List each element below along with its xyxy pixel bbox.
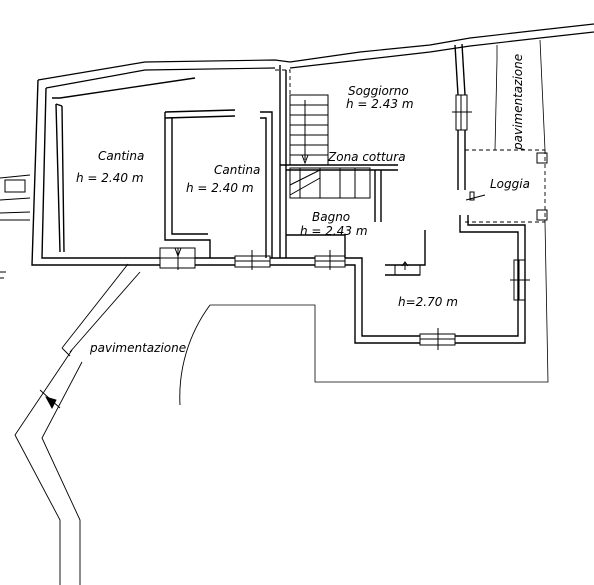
room-label-cantina-left: Cantina [98, 149, 145, 163]
room-label-soggiorno: Soggiorno [348, 84, 409, 98]
room-height-soggiorno: h = 2.43 m [346, 97, 414, 111]
interior-walls [279, 43, 466, 276]
exterior-label-pavimentazione-east: pavimentazione [511, 53, 525, 150]
room-label-loggia: Loggia [490, 177, 530, 191]
exterior-walls [31, 79, 526, 344]
stair [289, 94, 371, 199]
north-boundary-wall [37, 23, 594, 89]
room-label-cantina-right: Cantina [214, 163, 261, 177]
room-height-cantina-left: h = 2.40 m [76, 171, 144, 185]
room-height-cantina-right: h = 2.40 m [186, 181, 254, 195]
room-label-bagno: Bagno [312, 210, 351, 224]
openings [159, 94, 530, 350]
left-stub [0, 174, 31, 279]
room-height-bagno: h = 2.43 m [300, 224, 368, 238]
south-path [14, 263, 211, 585]
loggia-columns [465, 152, 548, 221]
exterior-label-pavimentazione-south: pavimentazione [90, 341, 187, 355]
cantina-walls [52, 77, 273, 258]
loggia-outline [275, 69, 546, 223]
room-height-east: h=2.70 m [398, 295, 458, 309]
east-terrace-lines [210, 39, 549, 383]
room-label-zona-cottura: Zona cottura [328, 150, 406, 164]
